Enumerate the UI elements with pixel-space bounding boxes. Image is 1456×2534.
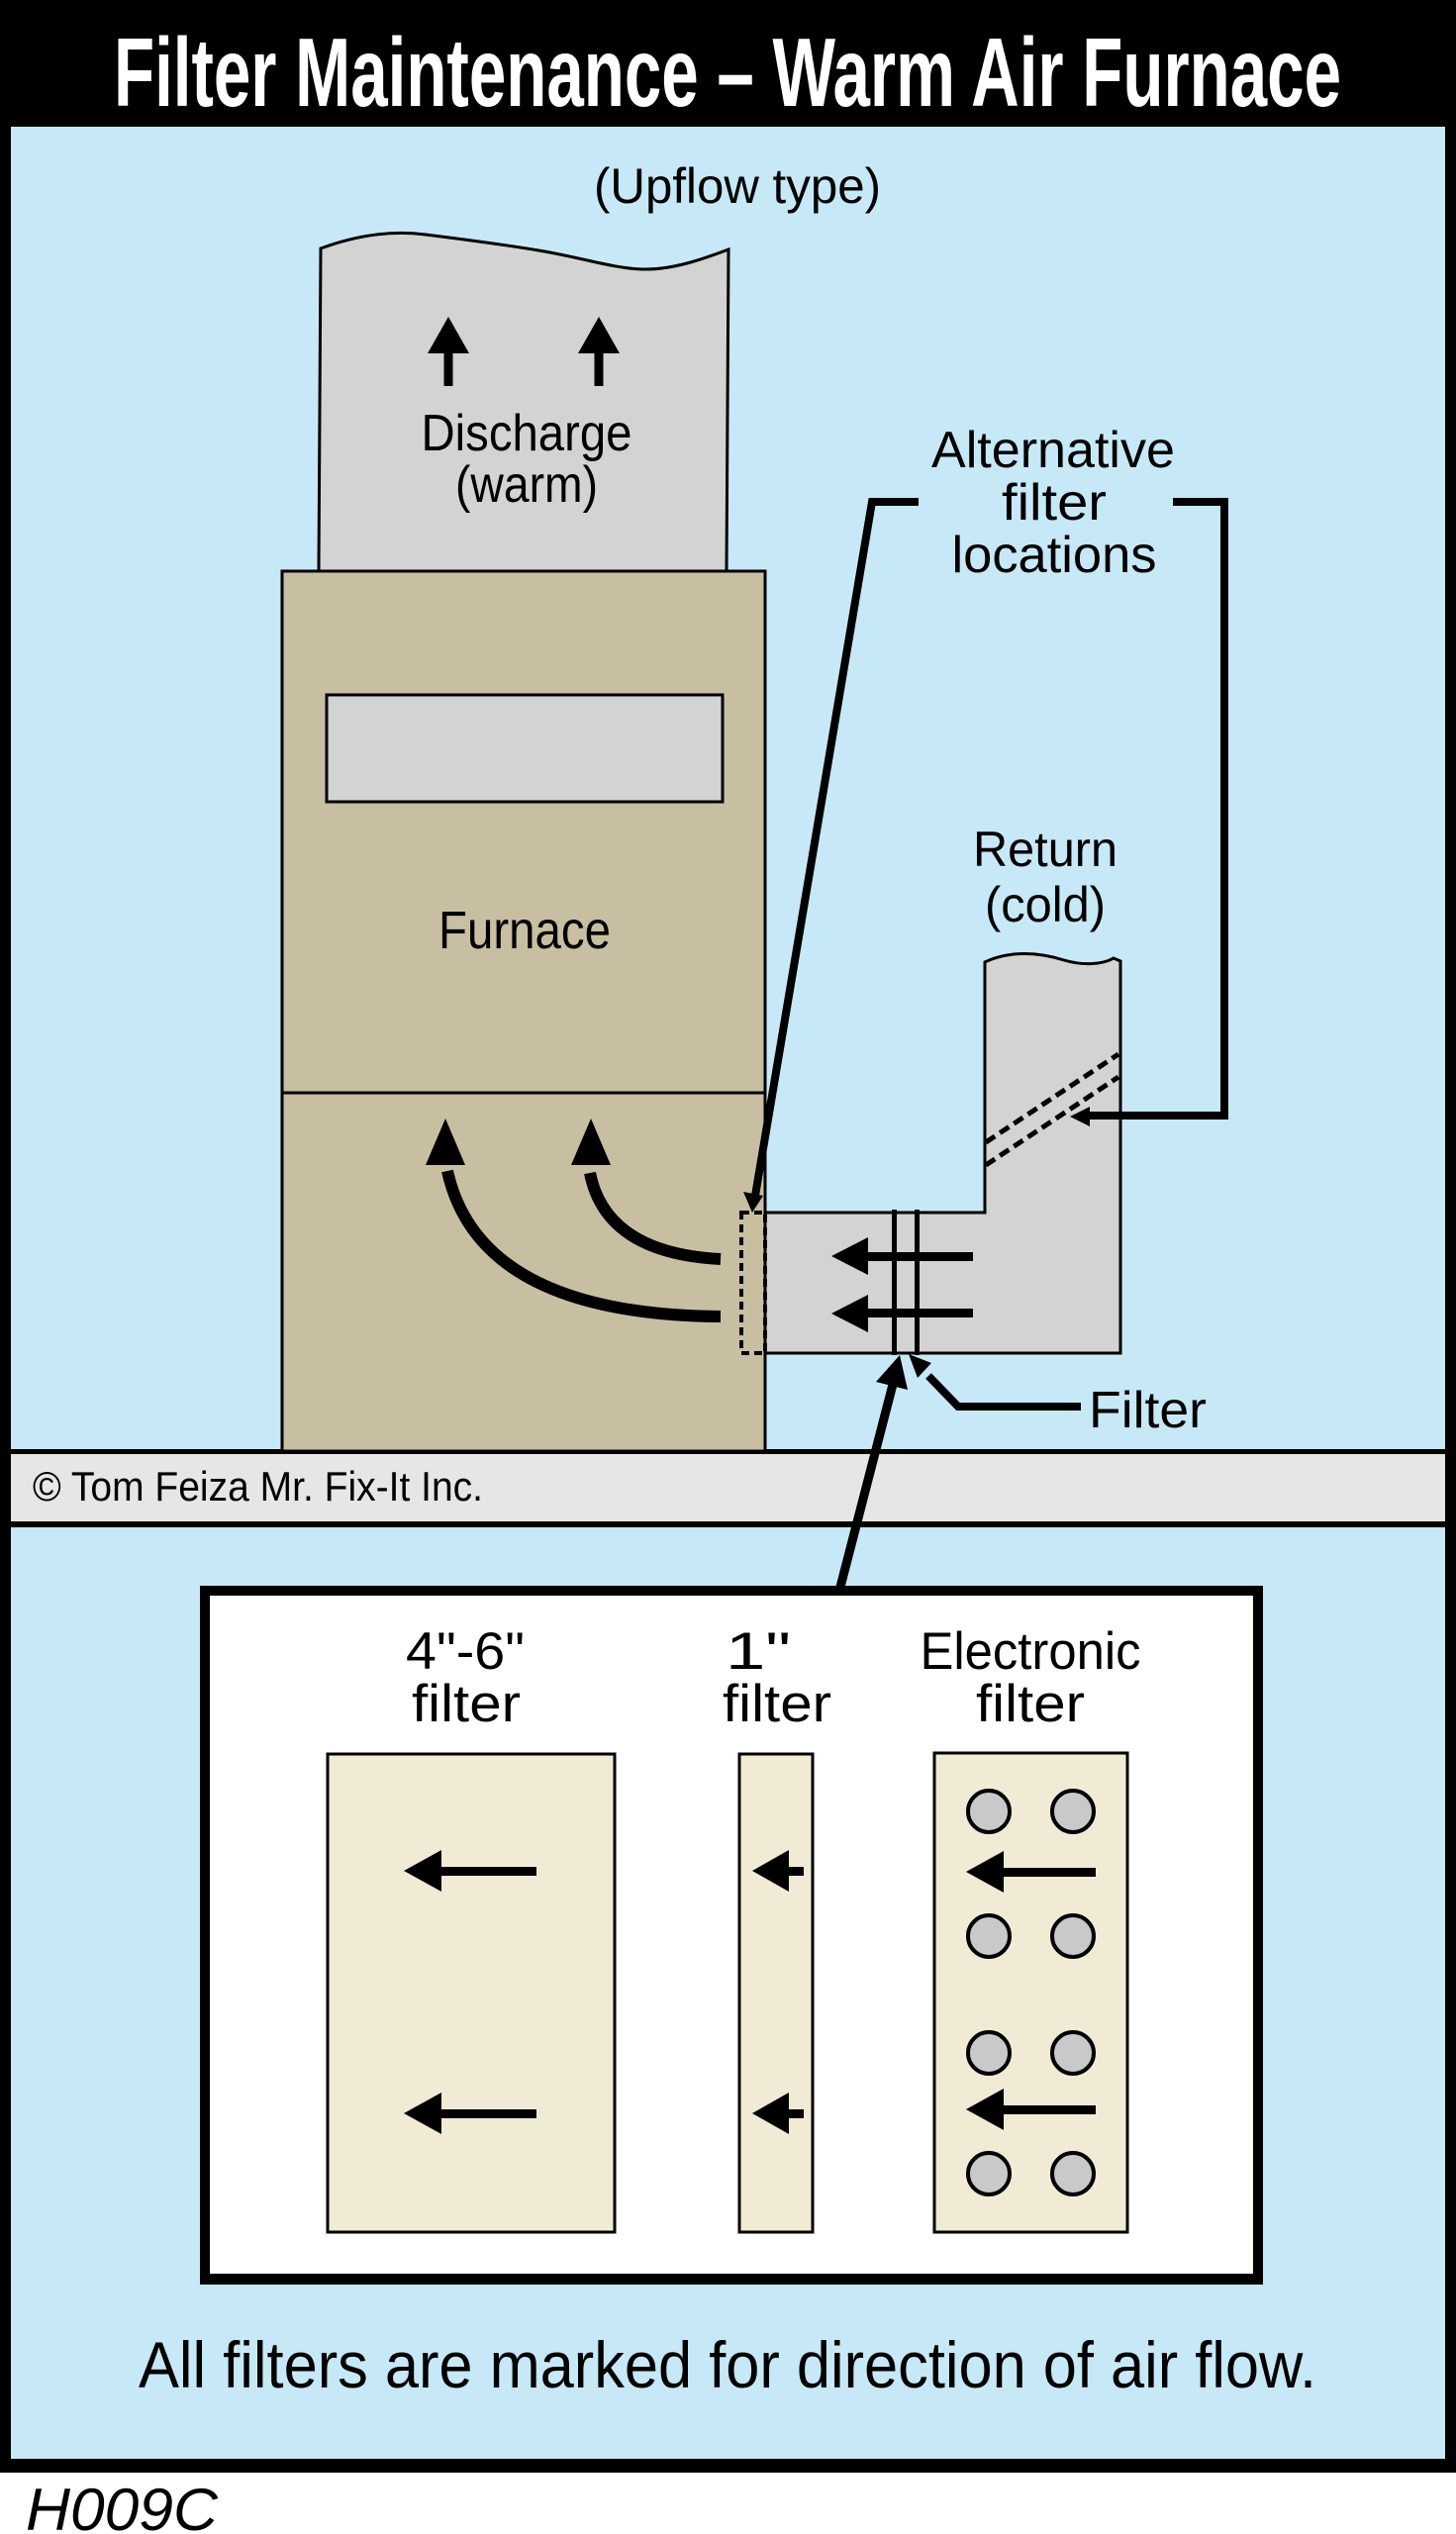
- svg-text:1": 1": [726, 1622, 791, 1681]
- svg-text:© Tom Feiza Mr. Fix-It Inc.: © Tom Feiza Mr. Fix-It Inc.: [33, 1463, 483, 1510]
- svg-text:Electronic: Electronic: [921, 1622, 1141, 1681]
- svg-text:Furnace: Furnace: [438, 901, 611, 960]
- svg-text:4"-6": 4"-6": [406, 1622, 525, 1681]
- svg-text:Alternative: Alternative: [931, 422, 1175, 479]
- svg-text:filter: filter: [723, 1675, 831, 1733]
- svg-text:Discharge: Discharge: [422, 405, 632, 462]
- svg-text:Return: Return: [973, 822, 1117, 877]
- svg-text:All filters are marked for dir: All filters are marked for direction of …: [139, 2328, 1316, 2401]
- svg-text:filter: filter: [976, 1675, 1085, 1733]
- svg-text:(cold): (cold): [985, 877, 1106, 932]
- svg-text:H009C: H009C: [26, 2477, 219, 2534]
- svg-text:filter: filter: [1002, 474, 1107, 532]
- svg-text:(warm): (warm): [455, 456, 598, 514]
- svg-text:Filter Maintenance – Warm Air: Filter Maintenance – Warm Air Furnace: [114, 18, 1341, 127]
- svg-text:Filter: Filter: [1089, 1382, 1207, 1439]
- svg-text:locations: locations: [952, 527, 1157, 584]
- svg-text:(Upflow type): (Upflow type): [594, 158, 881, 214]
- svg-text:filter: filter: [412, 1675, 521, 1733]
